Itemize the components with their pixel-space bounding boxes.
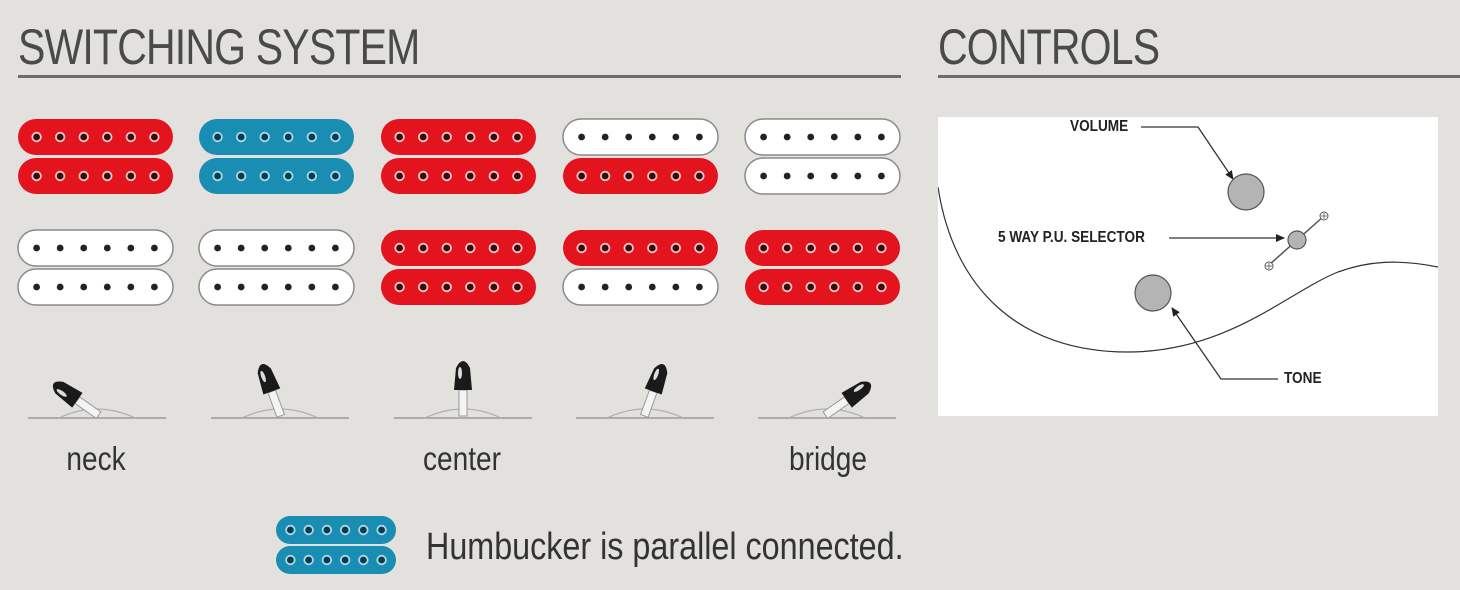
controls-title: CONTROLS (938, 19, 1160, 75)
pickup-p5-r2-coil1 (745, 230, 900, 266)
position-label-neck: neck (66, 440, 126, 477)
volume-label: VOLUME (1070, 118, 1129, 135)
legend-coil-1 (276, 516, 396, 544)
guitar-body-outline (938, 186, 1438, 353)
pickup-p1-r1-coil2 (18, 158, 173, 194)
tone-label: TONE (1284, 370, 1322, 387)
switch-lever-2 (211, 364, 349, 419)
position-label-bridge: bridge (789, 440, 867, 477)
pickup-p2-r1-coil2 (199, 158, 354, 194)
legend-text: Humbucker is parallel connected. (426, 526, 904, 568)
selector-label: 5 WAY P.U. SELECTOR (998, 229, 1145, 246)
pickup-p3-r1-coil2 (381, 158, 536, 194)
pickup-p2-r2-coil2 (198, 268, 355, 306)
switch-lever-row (28, 361, 896, 420)
switching-system-title: SWITCHING SYSTEM (18, 19, 420, 75)
legend-pickup (276, 516, 396, 574)
pickup-p4-r2-coil2 (562, 268, 719, 306)
pickup-p3-r2-coil2 (381, 269, 536, 305)
pickup-p3-r2-coil1 (381, 230, 536, 266)
controls-title-rule (938, 75, 1460, 78)
tone-knob (1134, 274, 1172, 312)
pickup-p4-r2-coil1 (563, 230, 718, 266)
tone-leader (1171, 307, 1278, 380)
pickup-p5-r1-coil1 (744, 118, 901, 156)
selector-knob (1287, 230, 1307, 250)
pickup-p3-r1-coil1 (381, 119, 536, 155)
switch-lever-1 (28, 381, 166, 420)
switching-title-rule (18, 75, 901, 78)
pickup-p2-r1-coil1 (199, 119, 354, 155)
switch-lever-4 (576, 364, 714, 419)
pickup-p5-r2-coil2 (745, 269, 900, 305)
pickup-p1-r1-coil1 (18, 119, 173, 155)
controls-drawing (938, 126, 1438, 380)
switch-lever-3 (394, 361, 532, 419)
switch-lever-5 (758, 381, 896, 420)
pickup-p4-r1-coil1 (562, 118, 719, 156)
volume-knob (1227, 173, 1265, 211)
pickup-p5-r1-coil2 (744, 157, 901, 195)
legend-coil-2 (276, 546, 396, 574)
controls-diagram: VOLUME 5 WAY P.U. SELECTOR TONE (938, 117, 1438, 416)
position-label-center: center (423, 440, 501, 477)
pickup-p1-r2-coil2 (17, 268, 174, 306)
pickup-p4-r1-coil2 (563, 158, 718, 194)
volume-leader (1141, 126, 1234, 180)
pickup-grid (17, 118, 901, 306)
pickup-p1-r2-coil1 (17, 229, 174, 267)
pickup-p2-r2-coil1 (198, 229, 355, 267)
